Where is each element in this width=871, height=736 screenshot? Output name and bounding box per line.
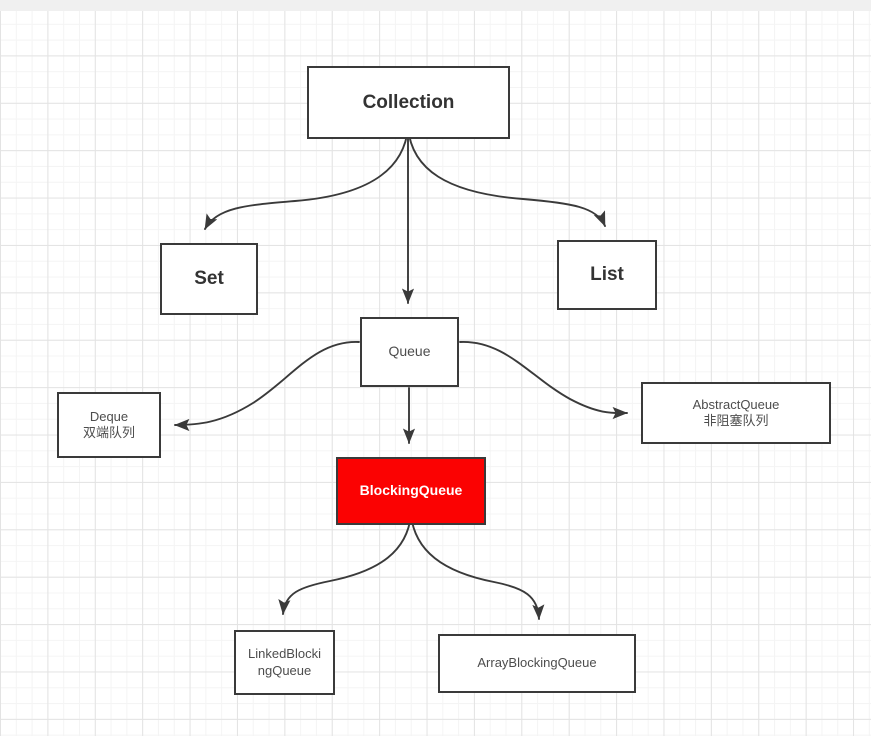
edge-blockingqueue-arraybq xyxy=(410,514,545,620)
node-collection-label: Collection xyxy=(362,91,455,113)
node-abstract-queue-label: AbstractQueue 非阻塞队列 xyxy=(692,396,780,428)
edge-collection-list xyxy=(407,127,606,227)
node-blocking-queue[interactable]: BlockingQueue xyxy=(336,457,486,525)
edge-queue-deque xyxy=(174,341,360,432)
node-collection[interactable]: Collection xyxy=(307,66,510,139)
node-queue[interactable]: Queue xyxy=(360,317,459,387)
edge-queue-abstractqueue xyxy=(459,341,628,420)
node-set-label: Set xyxy=(194,268,224,290)
node-abstract-queue[interactable]: AbstractQueue 非阻塞队列 xyxy=(641,382,831,444)
node-set[interactable]: Set xyxy=(160,243,258,315)
edge-collection-set xyxy=(204,127,409,230)
node-linked-blocking-queue[interactable]: LinkedBlocki ngQueue xyxy=(234,630,335,695)
node-deque[interactable]: Deque 双端队列 xyxy=(57,392,161,458)
node-linked-blocking-queue-label: LinkedBlocki ngQueue xyxy=(248,646,321,678)
node-list-label: List xyxy=(590,264,624,286)
node-array-blocking-queue[interactable]: ArrayBlockingQueue xyxy=(438,634,636,693)
node-deque-label: Deque 双端队列 xyxy=(82,408,135,440)
edge-blockingqueue-linkedbq xyxy=(278,514,412,615)
node-list[interactable]: List xyxy=(557,240,657,310)
node-blocking-queue-label: BlockingQueue xyxy=(359,482,463,499)
diagram-canvas[interactable]: Collection Set List Queue Deque 双端队列 Abs… xyxy=(0,11,871,736)
node-queue-label: Queue xyxy=(388,343,431,360)
node-array-blocking-queue-label: ArrayBlockingQueue xyxy=(477,655,597,671)
